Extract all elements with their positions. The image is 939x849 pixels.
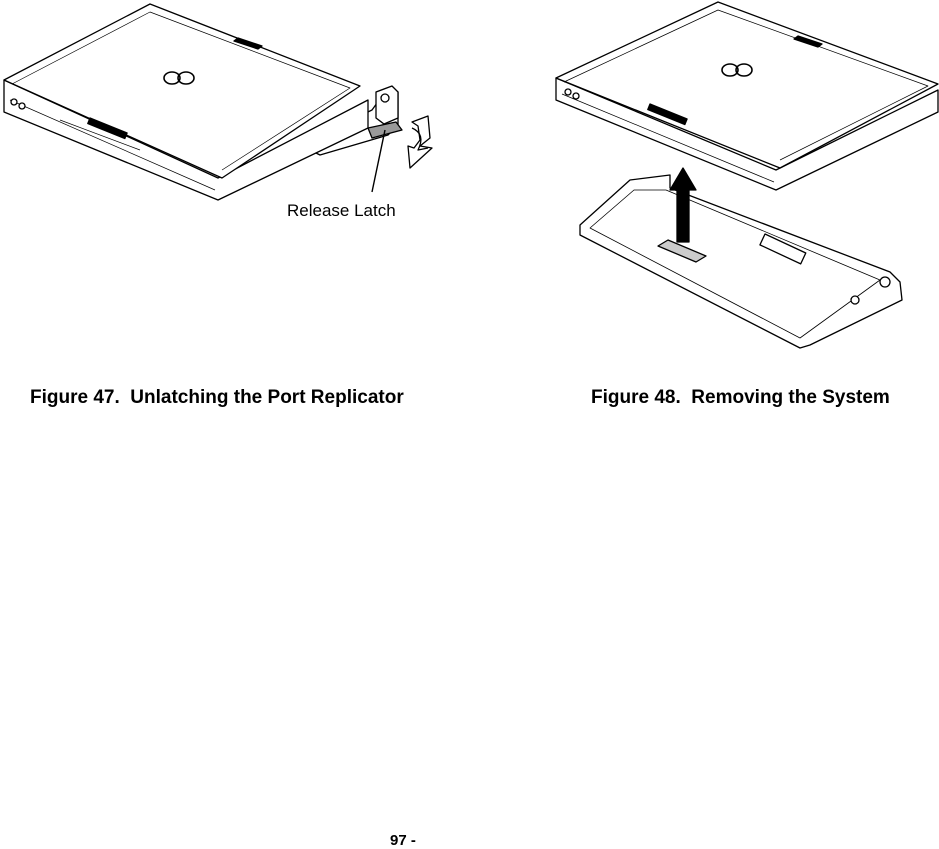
callout-leader-line — [371, 129, 386, 193]
figure-47-illustration — [3, 3, 433, 201]
laptop-lid — [555, 1, 939, 169]
figure-47-caption: Figure 47. Unlatching the Port Replicato… — [30, 387, 404, 408]
rotate-arrow-icon — [407, 115, 433, 169]
lift-arrow-icon — [669, 167, 697, 243]
docking-connector — [657, 239, 707, 263]
laptop-base — [555, 77, 939, 191]
logo-icon — [721, 63, 753, 77]
release-latch-label: Release Latch — [287, 201, 396, 220]
logo-icon — [163, 71, 195, 85]
port-replicator-tray — [579, 174, 903, 349]
laptop-lid — [3, 3, 361, 179]
figure-48-caption: Figure 48. Removing the System — [591, 387, 890, 408]
page-number: 97 - — [390, 832, 416, 849]
figure-48-illustration — [555, 1, 939, 349]
